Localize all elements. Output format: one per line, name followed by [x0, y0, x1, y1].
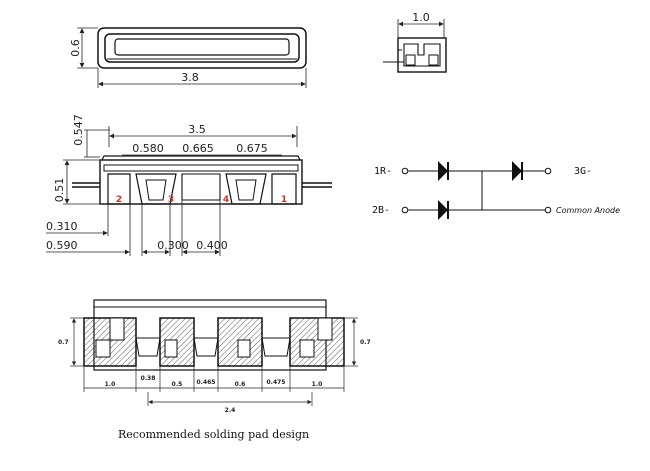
top-height-label: 0.6 [69, 39, 82, 57]
pin-ir-terminal [401, 167, 409, 175]
diode-g [512, 161, 522, 181]
diode-b [438, 200, 448, 220]
pad-width-label-4: 0.465 [197, 379, 216, 386]
front-view-body [99, 159, 303, 205]
front-view: 0.547 3.5 0.580 0.665 0.675 2 3 4 1 [46, 114, 332, 256]
pad-width-label-2: 0.38 [141, 375, 156, 382]
pad-width-label-7: 1.0 [312, 381, 323, 388]
pad-width-label-5: 0.6 [235, 381, 246, 388]
common-anode-label: Common Anode [556, 206, 620, 215]
top-view: 0.6 3.8 [69, 27, 307, 88]
top-view-window [114, 38, 290, 56]
pad-caption: Recommended solding pad design [118, 428, 309, 441]
common-anode-terminal [544, 206, 552, 214]
pad-width-label-6: 0.475 [267, 379, 286, 386]
offset-label-b: 0.590 [46, 239, 78, 252]
lead-label: 0.51 [53, 178, 66, 203]
offset-label-a: 0.310 [46, 220, 78, 233]
side-width-label: 1.0 [412, 11, 430, 24]
pad-width-label-3: 0.5 [172, 381, 183, 388]
pin-ir-label: 1R- [374, 166, 392, 177]
pad-4 [289, 317, 345, 367]
diode-ir [438, 161, 448, 181]
pin-g-terminal [544, 167, 552, 175]
gap-label-left: 0.580 [132, 142, 164, 155]
pad-height-label-right: 0.7 [360, 339, 371, 346]
circuit-schematic: 1R- 3G- 2B- Common Anode [372, 161, 620, 220]
pad-3 [217, 317, 263, 367]
gap-label-middle: 0.665 [182, 142, 214, 155]
pad-height-label-left: 0.7 [58, 339, 69, 346]
pad-design: 0.7 0.7 1.0 0.38 0.5 0.465 0.6 0.475 1.0… [58, 299, 371, 441]
side-view-body [397, 37, 447, 73]
pad-span-label: 2.4 [225, 407, 236, 414]
pin-number-2: 2 [116, 195, 122, 205]
bottom-label-a: 0.300 [157, 239, 189, 252]
pin-number-3: 3 [168, 195, 174, 205]
side-view: 1.0 [383, 11, 447, 73]
top-length-label: 3.8 [181, 71, 199, 84]
front-height-label: 0.547 [72, 114, 85, 146]
pad-width-label-1: 1.0 [105, 381, 116, 388]
pin-b-label: 2B- [372, 205, 390, 216]
pin-number-1: 1 [281, 195, 287, 205]
top-view-lens [104, 33, 300, 63]
pin-number-4: 4 [223, 195, 229, 205]
bottom-label-b: 0.400 [196, 239, 228, 252]
pin-b-terminal [401, 206, 409, 214]
top-view-body [97, 27, 307, 69]
gap-label-right: 0.675 [236, 142, 268, 155]
front-width-label: 3.5 [188, 123, 206, 136]
pin-g-label: 3G- [574, 166, 592, 177]
